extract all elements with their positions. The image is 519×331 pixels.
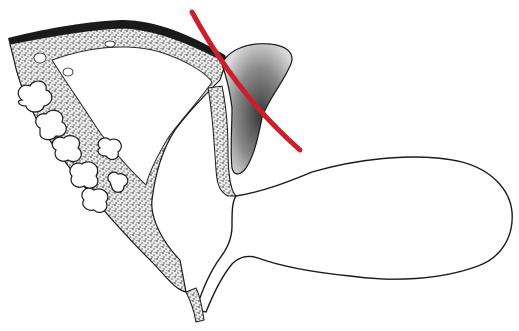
tissue-hole	[63, 68, 73, 76]
elongated-sac	[196, 157, 512, 312]
tissue-hole	[34, 53, 46, 63]
tissue-hole	[105, 41, 115, 47]
